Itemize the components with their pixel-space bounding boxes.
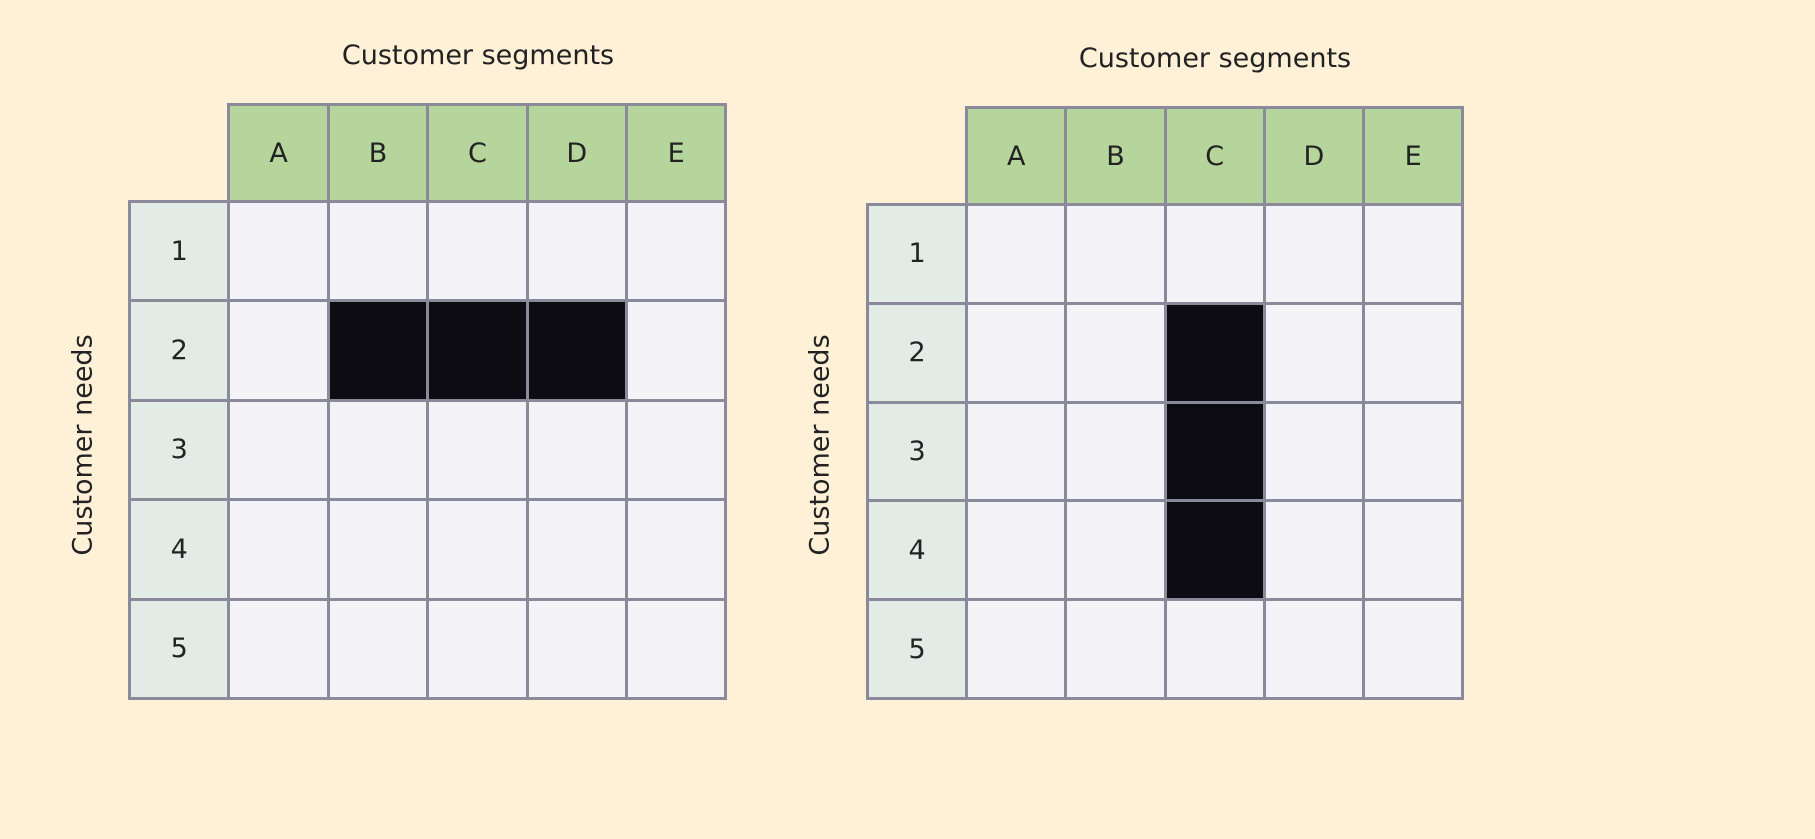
row-header: 5 — [128, 597, 231, 700]
grid-cell — [1262, 203, 1365, 305]
grid-cell — [1262, 499, 1365, 602]
grid-cell — [1362, 499, 1465, 602]
grid-cell — [625, 498, 728, 601]
grid-cell — [426, 597, 529, 700]
grid-cell — [1262, 598, 1365, 700]
grid-cell — [227, 200, 330, 303]
grid-cell — [1163, 203, 1266, 305]
grid-ylabel: Customer needs — [804, 334, 836, 556]
grid-cell — [1362, 598, 1465, 700]
grid-cell — [1262, 400, 1365, 503]
grid-cell — [326, 398, 430, 502]
row-header: 4 — [128, 498, 231, 601]
grid-cell — [1064, 301, 1167, 404]
column-header: D — [1262, 106, 1365, 206]
grid-cell — [227, 398, 330, 502]
grid-cell — [965, 301, 1068, 404]
grid-title: Customer segments — [341, 40, 615, 71]
grid-cell — [965, 499, 1068, 602]
grid-cell — [1064, 203, 1167, 305]
grid-ylabel: Customer needs — [67, 334, 99, 556]
grid-cell — [426, 200, 529, 303]
row-header: 2 — [128, 299, 231, 402]
grid-cell — [1362, 400, 1465, 503]
grid-cell — [326, 200, 430, 303]
grid-title: Customer segments — [1078, 43, 1352, 74]
grid-cell — [227, 498, 330, 601]
grid-cell — [326, 597, 430, 700]
grid-cell — [326, 498, 430, 601]
target-cell — [326, 299, 430, 402]
target-cell — [525, 299, 628, 402]
target-cell — [426, 299, 529, 402]
grid-cell — [1362, 203, 1465, 305]
grid-cell — [227, 299, 330, 402]
grid-cell — [525, 498, 628, 601]
grid-cell — [1262, 301, 1365, 404]
column-header: A — [965, 106, 1068, 206]
column-header: D — [525, 103, 628, 203]
row-header: 3 — [128, 398, 231, 502]
grid-cell — [625, 299, 728, 402]
grid-cell — [1064, 400, 1167, 503]
grid-cell — [965, 400, 1068, 503]
column-header: E — [625, 103, 728, 203]
grid-cell — [965, 598, 1068, 700]
row-header: 5 — [866, 598, 969, 700]
grid-cell — [426, 498, 529, 601]
grid-cell — [426, 398, 529, 502]
grid-cell — [525, 200, 628, 303]
target-cell — [1163, 301, 1266, 404]
column-header: B — [326, 103, 430, 203]
grid-cell — [1064, 499, 1167, 602]
column-header: B — [1064, 106, 1167, 206]
row-header: 4 — [866, 499, 969, 602]
grid-cell — [1163, 598, 1266, 700]
grid-cell — [1362, 301, 1465, 404]
grid-cell — [1064, 598, 1167, 700]
target-cell — [1163, 400, 1266, 503]
grid-cell — [525, 398, 628, 502]
grid-cell — [227, 597, 330, 700]
grid-cell — [625, 200, 728, 303]
column-header: C — [426, 103, 529, 203]
row-header: 1 — [128, 200, 231, 303]
row-header: 2 — [866, 301, 969, 404]
column-header: C — [1163, 106, 1266, 206]
grid-cell — [965, 203, 1068, 305]
column-header: E — [1362, 106, 1465, 206]
target-cell — [1163, 499, 1266, 602]
grid-cell — [525, 597, 628, 700]
grid-cell — [625, 398, 728, 502]
grid-cell — [625, 597, 728, 700]
row-header: 1 — [866, 203, 969, 305]
column-header: A — [227, 103, 330, 203]
row-header: 3 — [866, 400, 969, 503]
